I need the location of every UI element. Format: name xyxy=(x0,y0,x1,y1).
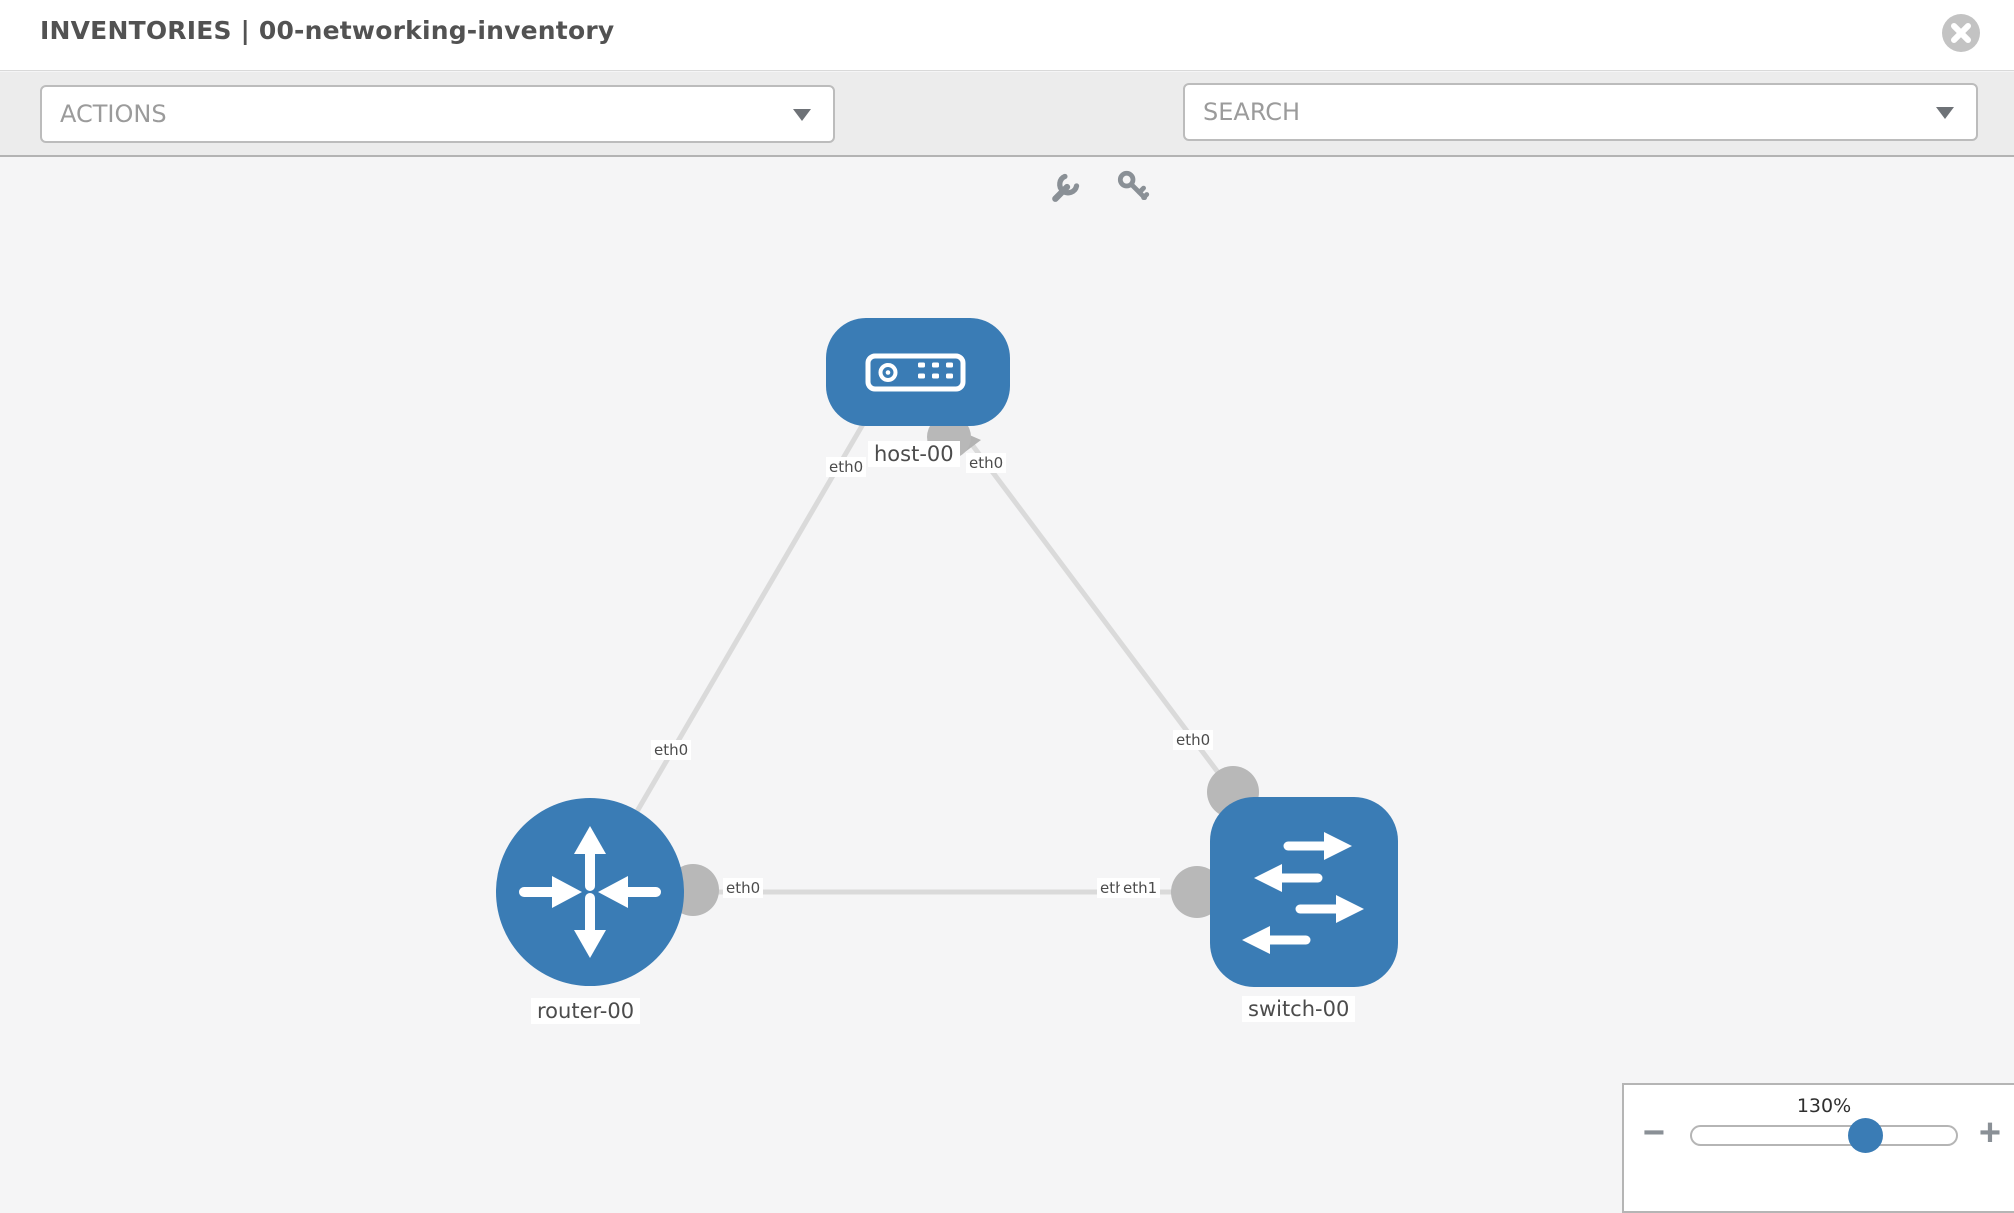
topology-canvas[interactable] xyxy=(0,157,2014,1200)
port-group xyxy=(667,415,1259,918)
node-switch[interactable] xyxy=(1210,797,1398,987)
wrench-icon[interactable] xyxy=(1047,167,1087,207)
header: INVENTORIES | 00-networking-inventory xyxy=(0,0,2014,71)
zoom-slider-handle[interactable] xyxy=(1848,1118,1883,1153)
zoom-level: 130% xyxy=(1796,1095,1852,1117)
interface-label: eth0 xyxy=(723,878,764,898)
toolbar: ACTIONS SEARCH xyxy=(0,72,2014,202)
node-label-host: host-00 xyxy=(868,441,960,467)
link-router-host[interactable] xyxy=(587,393,883,894)
actions-dropdown[interactable]: ACTIONS xyxy=(40,85,835,143)
router-icon xyxy=(519,826,661,958)
key-icon[interactable] xyxy=(1113,167,1153,207)
zoom-in-button[interactable]: + xyxy=(1968,1111,2012,1155)
host-icon xyxy=(865,353,966,392)
link-group xyxy=(587,393,1237,895)
close-icon xyxy=(1951,23,1971,43)
node-host[interactable] xyxy=(826,318,1010,426)
node-router[interactable] xyxy=(496,798,684,986)
close-button[interactable] xyxy=(1941,13,1981,53)
page-title: INVENTORIES | 00-networking-inventory xyxy=(40,16,615,45)
interface-label: eth0 xyxy=(966,453,1007,473)
zoom-panel: 130% − + xyxy=(1622,1083,2014,1213)
node-label-router: router-00 xyxy=(531,998,641,1024)
actions-dropdown-label: ACTIONS xyxy=(60,100,167,128)
chevron-down-icon xyxy=(1936,107,1954,119)
interface-label: eth0 xyxy=(1173,730,1214,750)
chevron-down-icon xyxy=(793,109,811,121)
zoom-slider-track[interactable] xyxy=(1690,1125,1958,1146)
search-dropdown[interactable]: SEARCH xyxy=(1183,83,1978,141)
zoom-out-button[interactable]: − xyxy=(1632,1111,1676,1155)
search-dropdown-label: SEARCH xyxy=(1203,98,1301,126)
node-label-switch: switch-00 xyxy=(1242,996,1356,1022)
interface-label: eth0 xyxy=(651,740,692,760)
interface-label: eth1 xyxy=(1120,878,1161,898)
switch-icon xyxy=(1242,832,1364,954)
interface-label: eth0 xyxy=(826,457,867,477)
